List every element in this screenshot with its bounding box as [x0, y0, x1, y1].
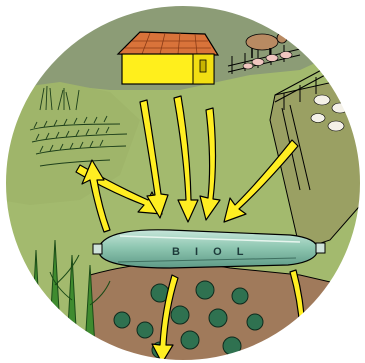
biodigester-label: B I O L: [172, 246, 249, 258]
biodigester-bag: B I O L: [93, 230, 325, 268]
farmhouse: [118, 32, 218, 84]
